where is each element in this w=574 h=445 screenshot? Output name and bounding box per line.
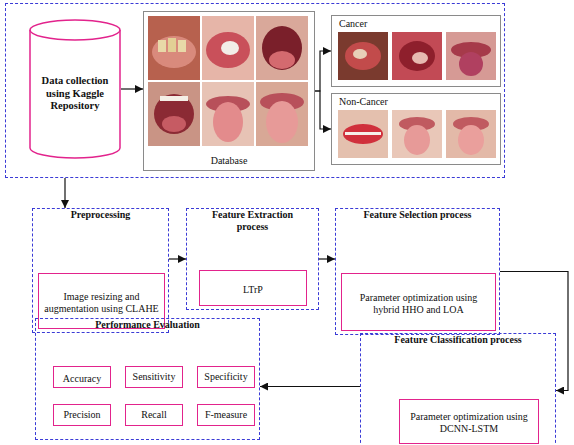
- stage-title: Feature Extraction process: [203, 209, 303, 233]
- stage-panel: Parameter optimization using DCNN-LSTM Fe…: [360, 333, 556, 445]
- class-heading: Cancer: [339, 18, 500, 30]
- metric-box: Sensitivity: [125, 366, 183, 388]
- photo-cancer: [338, 32, 388, 80]
- node-label: Data collection using Kaggle Repository: [35, 75, 115, 113]
- database-cylinder: Data collection using Kaggle Repository: [29, 19, 121, 159]
- flow-arrow: [169, 258, 186, 259]
- stage-panel: Accuracy Sensitivity SpecificityPrecision R…: [35, 318, 260, 440]
- node-label: Parameter optimization using DCNN-LSTM: [400, 411, 538, 435]
- stage-title: Preprocessing: [38, 209, 163, 221]
- stage-panel: LTrP Feature Extraction process: [186, 208, 319, 310]
- node-label: Sensitivity: [129, 371, 180, 383]
- node-label: Specificity: [200, 371, 251, 383]
- class-group: Cancer: [331, 15, 501, 87]
- node-label: Database: [144, 155, 314, 167]
- class-heading: Non-Cancer: [339, 96, 500, 108]
- stage-title: Feature Selection process: [343, 209, 493, 221]
- stage-panel: Parameter optimization using hybrid HHO …: [335, 208, 500, 335]
- node-label: LTrP: [239, 284, 267, 296]
- metric-box: Accuracy: [53, 366, 111, 388]
- metric-box: F-measure: [197, 404, 255, 426]
- photo-tongue: [446, 110, 496, 158]
- photo-cancer: [392, 32, 442, 80]
- photo-tongue: [392, 110, 442, 158]
- metric-box: Recall: [125, 404, 183, 426]
- image-database: Database: [143, 11, 315, 171]
- process-box: LTrP: [199, 270, 307, 306]
- flow-arrow: [315, 91, 331, 129]
- stage-title: Performance Evaluation: [48, 319, 248, 331]
- photo-lips: [338, 110, 388, 158]
- flow-arrow: [260, 386, 360, 387]
- process-box: Parameter optimization using hybrid HHO …: [341, 273, 496, 331]
- node-label: F-measure: [201, 409, 251, 421]
- dataset-region: Data collection using Kaggle RepositoryD…: [5, 3, 505, 178]
- photo-teeth: [148, 16, 200, 80]
- class-group: Non-Cancer: [331, 93, 501, 165]
- node-label: Recall: [137, 409, 171, 421]
- stage-title: Feature Classification process: [368, 334, 548, 346]
- metric-box: Specificity: [197, 366, 255, 388]
- node-label: Image resizing and augmentation using CL…: [39, 291, 164, 315]
- metric-box: Precision: [53, 404, 111, 426]
- flow-arrow: [64, 178, 65, 208]
- flow-arrow: [121, 88, 143, 89]
- photo-lip-lesion: [202, 16, 254, 80]
- node-label: Accuracy: [59, 373, 105, 385]
- photo-cancer: [446, 32, 496, 80]
- photo-tongue: [202, 82, 254, 146]
- flow-arrow: [319, 258, 335, 259]
- flow-arrow: [315, 51, 331, 91]
- stage-panel: Image resizing and augmentation using CL…: [32, 208, 169, 333]
- photo-tongue: [256, 82, 308, 146]
- process-box: Parameter optimization using DCNN-LSTM: [399, 399, 539, 444]
- node-label: Precision: [59, 409, 104, 421]
- photo-mouth: [148, 82, 200, 146]
- flow-arrow: [500, 272, 568, 391]
- node-label: Parameter optimization using hybrid HHO …: [342, 292, 495, 316]
- photo-open-mouth: [256, 16, 308, 80]
